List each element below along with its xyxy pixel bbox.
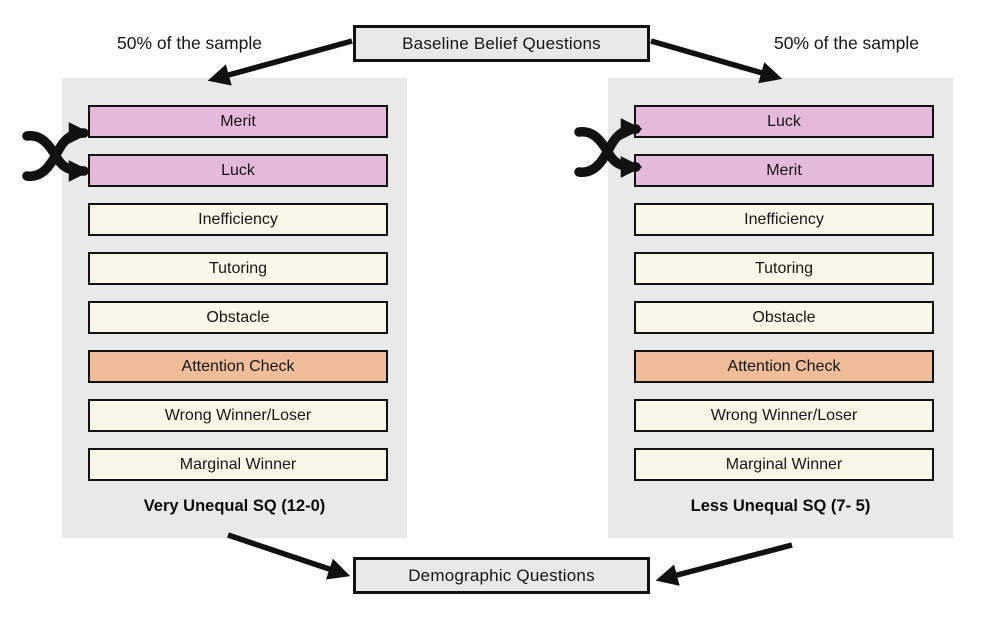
sequence-box-obstacle: Obstacle xyxy=(634,301,934,334)
sequence-box-marginal-winner: Marginal Winner xyxy=(634,448,934,481)
sequence-box-inefficiency: Inefficiency xyxy=(634,203,934,236)
left-sample-label: 50% of the sample xyxy=(117,33,262,53)
sequence-box-attention-check: Attention Check xyxy=(88,350,388,383)
sequence-box-tutoring: Tutoring xyxy=(88,252,388,285)
arrow-left-panel-to-demographics xyxy=(227,532,351,580)
sequence-box-inefficiency: Inefficiency xyxy=(88,203,388,236)
sequence-box-luck: Luck xyxy=(634,105,934,138)
sequence-box-luck: Luck xyxy=(88,154,388,187)
sequence-box-tutoring: Tutoring xyxy=(634,252,934,285)
arrow-right-panel-to-demographics xyxy=(655,542,793,586)
sequence-box-wrong-winner-loser: Wrong Winner/Loser xyxy=(634,399,934,432)
right-sample-label: 50% of the sample xyxy=(774,33,919,53)
left-panel-caption: Very Unequal SQ (12-0) xyxy=(143,497,326,515)
arrow-baseline-to-right-panel xyxy=(650,38,783,84)
baseline-belief-questions-box: Baseline Belief Questions xyxy=(353,25,650,62)
demographic-questions-box: Demographic Questions xyxy=(353,557,650,594)
sequence-box-wrong-winner-loser: Wrong Winner/Loser xyxy=(88,399,388,432)
sequence-box-merit: Merit xyxy=(88,105,388,138)
sequence-box-attention-check: Attention Check xyxy=(634,350,934,383)
sequence-box-merit: Merit xyxy=(634,154,934,187)
sequence-box-obstacle: Obstacle xyxy=(88,301,388,334)
sequence-box-marginal-winner: Marginal Winner xyxy=(88,448,388,481)
right-panel-caption: Less Unequal SQ (7- 5) xyxy=(690,497,871,515)
